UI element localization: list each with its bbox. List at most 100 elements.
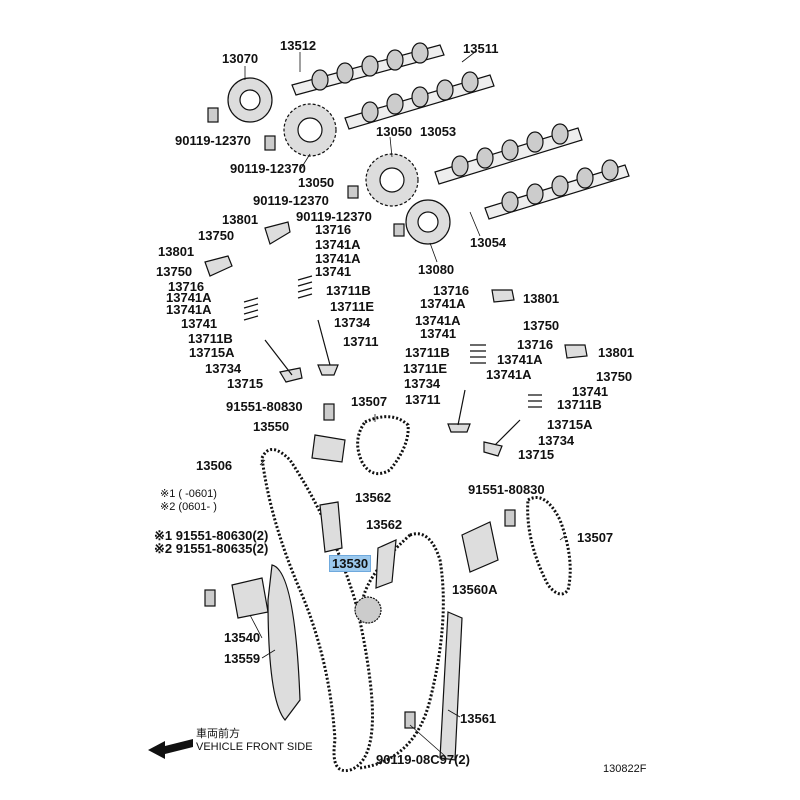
valve-spring-13711B-left[interactable] — [243, 297, 259, 321]
label-13540[interactable]: 13540 — [224, 630, 261, 645]
label-13054[interactable]: 13054 — [470, 235, 507, 250]
camshaft-13512[interactable] — [291, 42, 445, 96]
label-13734-a[interactable]: 13734 — [334, 315, 371, 330]
cam-timing-gear-13050-lower[interactable] — [365, 153, 419, 207]
label-13070[interactable]: 13070 — [222, 51, 259, 66]
label-13711E-c[interactable]: 13711E — [403, 361, 448, 376]
label-13507-b[interactable]: 13507 — [577, 530, 614, 545]
label-13750-c[interactable]: 13750 — [523, 318, 560, 333]
label-13560A[interactable]: 13560A — [452, 582, 498, 597]
label-91551-80830-a[interactable]: 91551-80830 — [226, 399, 303, 414]
label-13512[interactable]: 13512 — [280, 38, 317, 53]
label-13511[interactable]: 13511 — [463, 41, 499, 56]
bolt-91551-80830-right[interactable] — [504, 509, 516, 527]
camshaft-13054[interactable] — [484, 159, 630, 220]
label-13801-b[interactable]: 13801 — [158, 244, 195, 259]
label-13741-c[interactable]: 13741 — [420, 326, 457, 341]
label-13741A-d[interactable]: 13741A — [166, 302, 212, 317]
valve-13711-right[interactable] — [447, 389, 471, 433]
label-13716-d[interactable]: 13716 — [517, 337, 554, 352]
bolt-90119-gear-upper-left[interactable] — [207, 107, 219, 123]
label-13741A-f[interactable]: 13741A — [415, 313, 461, 328]
rocker-arm-13801-left[interactable] — [204, 255, 233, 277]
valve-13715-right[interactable] — [483, 419, 521, 457]
chain-guide-13562-upper[interactable] — [319, 501, 343, 553]
camshaft-13511[interactable] — [344, 71, 495, 130]
valve-spring-13711B-left-upper[interactable] — [297, 275, 313, 299]
label-13716-b[interactable]: 13716 — [168, 279, 205, 294]
cam-timing-gear-13050-upper[interactable] — [283, 103, 337, 157]
chain-tensioner-13560A[interactable] — [461, 521, 499, 573]
label-13801-c[interactable]: 13801 — [523, 291, 560, 306]
label-13506[interactable]: 13506 — [196, 458, 233, 473]
label-13711B-b[interactable]: 13711B — [188, 331, 233, 346]
bolt-90119-gear-lower[interactable] — [393, 223, 405, 237]
label-91551-80630-2[interactable]: ※1 91551-80630(2) — [154, 528, 269, 543]
label-13741-d[interactable]: 13741 — [572, 384, 609, 399]
rocker-arm-13801-left-upper[interactable] — [264, 221, 291, 245]
cam-timing-gear-13070[interactable] — [227, 77, 273, 123]
rocker-arm-13801-right[interactable] — [564, 344, 588, 359]
label-13080[interactable]: 13080 — [418, 262, 455, 277]
label-13711B-c[interactable]: 13711B — [405, 345, 450, 360]
label-13734-b[interactable]: 13734 — [205, 361, 242, 376]
label-13550[interactable]: 13550 — [253, 419, 290, 434]
label-13750-b[interactable]: 13750 — [156, 264, 193, 279]
label-13801-d[interactable]: 13801 — [598, 345, 635, 360]
label-90119-08C97-2[interactable]: 90119-08C97(2) — [376, 752, 470, 767]
valve-13711-left[interactable] — [317, 319, 339, 376]
label-13741-b[interactable]: 13741 — [181, 316, 218, 331]
label-90119-12370-c[interactable]: 90119-12370 — [253, 193, 329, 208]
timing-chain-13506[interactable] — [260, 448, 374, 773]
label-13053[interactable]: 13053 — [420, 124, 457, 139]
label-13801-a[interactable]: 13801 — [222, 212, 259, 227]
label-13741A-h[interactable]: 13741A — [486, 367, 532, 382]
label-13711E-a[interactable]: 13711E — [330, 299, 375, 314]
balance-chain-13507-right[interactable] — [526, 496, 572, 596]
rocker-arm-13801-right-upper[interactable] — [491, 289, 515, 303]
label-13562-b[interactable]: 13562 — [366, 517, 403, 532]
label-13561[interactable]: 13561 — [460, 711, 497, 726]
label-90119-12370-d[interactable]: 90119-12370 — [296, 209, 372, 224]
label-13711-a[interactable]: 13711 — [343, 334, 379, 349]
chain-guide-13550[interactable] — [311, 434, 346, 463]
label-13734-d[interactable]: 13734 — [538, 433, 575, 448]
label-13507-a[interactable]: 13507 — [351, 394, 388, 409]
bolt-90119-damper[interactable] — [404, 711, 416, 729]
bolt-91551-tensioner[interactable] — [204, 589, 216, 607]
label-13741-a[interactable]: 13741 — [315, 264, 352, 279]
label-13050-a[interactable]: 13050 — [298, 175, 335, 190]
bolt-90119-gear-mid[interactable] — [347, 185, 359, 199]
label-13715A-b[interactable]: 13715A — [547, 417, 593, 432]
chain-guide-13562-lower[interactable] — [375, 539, 397, 589]
label-90119-12370-b[interactable]: 90119-12370 — [230, 161, 306, 176]
balance-chain-13507-upper[interactable] — [356, 415, 410, 476]
label-90119-12370-a[interactable]: 90119-12370 — [175, 133, 251, 148]
cam-timing-gear-13080[interactable] — [405, 199, 451, 245]
label-13715A-a[interactable]: 13715A — [189, 345, 235, 360]
valve-13715-left[interactable] — [264, 339, 303, 383]
label-13711B-a[interactable]: 13711B — [326, 283, 371, 298]
crank-sprocket-13530[interactable] — [354, 596, 382, 624]
chain-tensioner-13540[interactable] — [231, 577, 269, 619]
bolt-90119-gear-upper[interactable] — [264, 135, 276, 151]
chain-damper-13561[interactable] — [439, 611, 463, 761]
label-13711B-d[interactable]: 13711B — [557, 397, 602, 412]
label-13741A-b[interactable]: 13741A — [315, 251, 361, 266]
label-13716-a[interactable]: 13716 — [315, 222, 352, 237]
label-13750-d[interactable]: 13750 — [596, 369, 633, 384]
label-91551-80830-b[interactable]: 91551-80830 — [468, 482, 545, 497]
label-13741A-c[interactable]: 13741A — [166, 290, 212, 305]
label-13741A-e[interactable]: 13741A — [420, 296, 466, 311]
label-13750-a[interactable]: 13750 — [198, 228, 235, 243]
label-13741A-g[interactable]: 13741A — [497, 352, 543, 367]
bolt-91551-80830-upper[interactable] — [323, 403, 335, 421]
label-13711-b[interactable]: 13711 — [405, 392, 441, 407]
valve-spring-13711B-right-upper[interactable] — [470, 344, 486, 364]
chain-slipper-13559[interactable] — [267, 564, 301, 721]
label-13715-b[interactable]: 13715 — [518, 447, 555, 462]
label-13530[interactable]: 13530 — [329, 555, 372, 572]
label-13716-c[interactable]: 13716 — [433, 283, 470, 298]
label-91551-80635-2[interactable]: ※2 91551-80635(2) — [154, 541, 269, 556]
label-13562-a[interactable]: 13562 — [355, 490, 392, 505]
